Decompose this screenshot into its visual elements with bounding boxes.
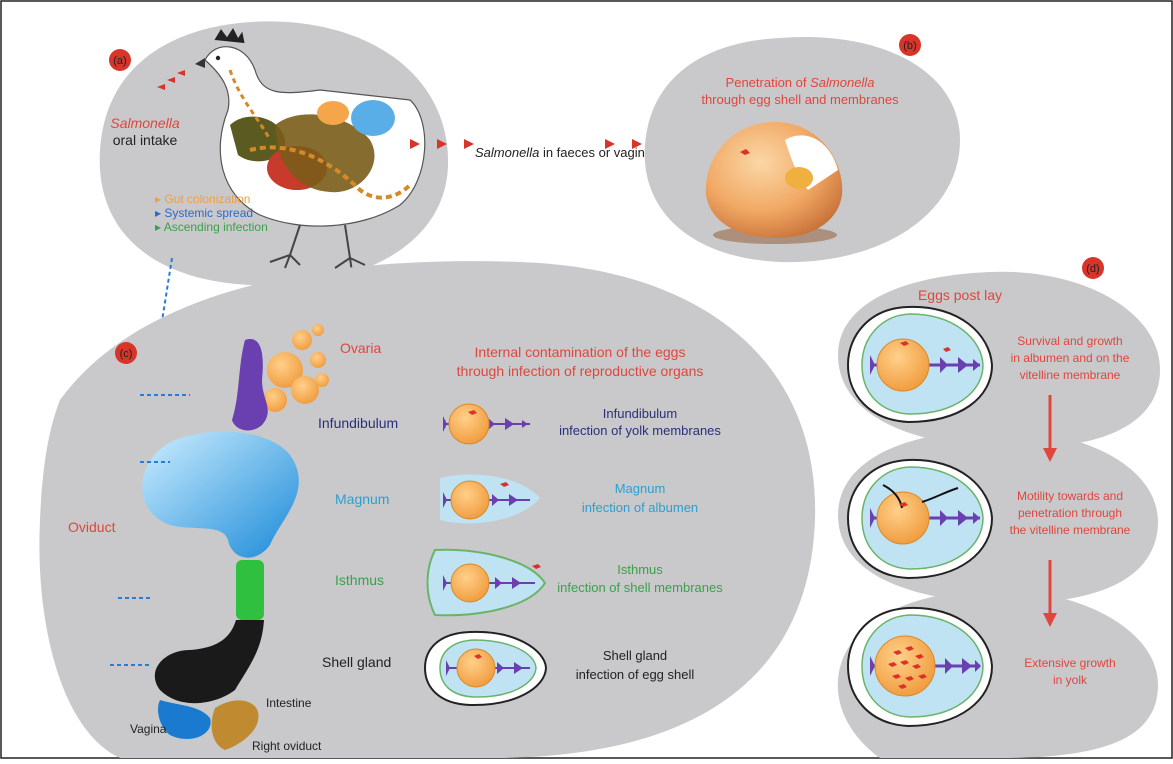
stage3-line2: in yolk — [1053, 673, 1088, 687]
shell-gland-desc-1: Shell gland — [603, 648, 667, 663]
magnum-label: Magnum — [335, 491, 389, 507]
legend-ascending-infection: ▸ Ascending infection — [155, 220, 268, 234]
ovaria-label: Ovaria — [340, 340, 381, 356]
stage1-line1: Survival and growth — [1017, 334, 1122, 348]
panel-d: (d) Eggs post lay Survival and growth in… — [838, 257, 1160, 758]
egg-stage-2 — [848, 460, 992, 578]
magnum-desc-2: infection of albumen — [582, 500, 698, 515]
faeces-label: Salmonella in faeces or vagina — [475, 145, 653, 160]
hen-gizzard — [351, 100, 395, 136]
stage2-line2: penetration through — [1018, 506, 1122, 520]
infundibulum-desc-2: infection of yolk membranes — [559, 423, 721, 438]
isthmus-organ — [236, 560, 264, 620]
right-oviduct-label: Right oviduct — [252, 739, 322, 753]
panel-c-title-2: through infection of reproductive organs — [457, 363, 704, 379]
panel-a: (a) Salmonella oral intake ▸ Gut coloniz… — [100, 21, 448, 285]
infundibulum-label: Infundibulum — [318, 415, 398, 431]
stage2-line3: the vitelline membrane — [1010, 523, 1131, 537]
panel-c-badge: (c) — [120, 348, 133, 360]
stage1-line3: vitelline membrane — [1020, 368, 1121, 382]
legend-systemic-spread: ▸ Systemic spread — [155, 206, 253, 220]
vagina-label: Vagina — [130, 722, 167, 736]
intestine-label: Intestine — [266, 696, 312, 710]
panel-d-badge: (d) — [1086, 263, 1099, 275]
panel-b-line2: through egg shell and membranes — [701, 92, 899, 107]
panel-a-badge: (a) — [113, 55, 126, 67]
hen-ovary — [317, 101, 349, 125]
egg-stage-3 — [848, 608, 992, 726]
panel-c: (c) Internal contamination of the eggs t… — [39, 261, 815, 758]
panel-d-title: Eggs post lay — [918, 287, 1002, 303]
infundibulum-desc-1: Infundibulum — [603, 406, 677, 421]
isthmus-desc-1: Isthmus — [617, 562, 663, 577]
egg-cutaway-yolk — [785, 167, 813, 189]
magnum-desc-1: Magnum — [615, 481, 666, 496]
egg-stage-1 — [848, 307, 992, 422]
oral-intake-label: oral intake — [113, 132, 178, 148]
stage3-line1: Extensive growth — [1024, 656, 1115, 670]
hen-eye — [216, 56, 220, 60]
panel-b-line1: Penetration of Salmonella — [726, 75, 875, 90]
panel-b-badge: (b) — [903, 40, 916, 52]
legend-gut-colonization: ▸ Gut colonization — [155, 192, 250, 206]
salmonella-label: Salmonella — [110, 115, 179, 131]
stage2-line1: Motility towards and — [1017, 489, 1123, 503]
isthmus-desc-2: infection of shell membranes — [557, 580, 723, 595]
stage1-line2: in albumen and on the — [1011, 351, 1130, 365]
shell-gland-desc-2: infection of egg shell — [576, 667, 695, 682]
shell-gland-label: Shell gland — [322, 654, 391, 670]
oviduct-label: Oviduct — [68, 519, 116, 535]
panel-c-title-1: Internal contamination of the eggs — [475, 344, 686, 360]
isthmus-label: Isthmus — [335, 572, 384, 588]
